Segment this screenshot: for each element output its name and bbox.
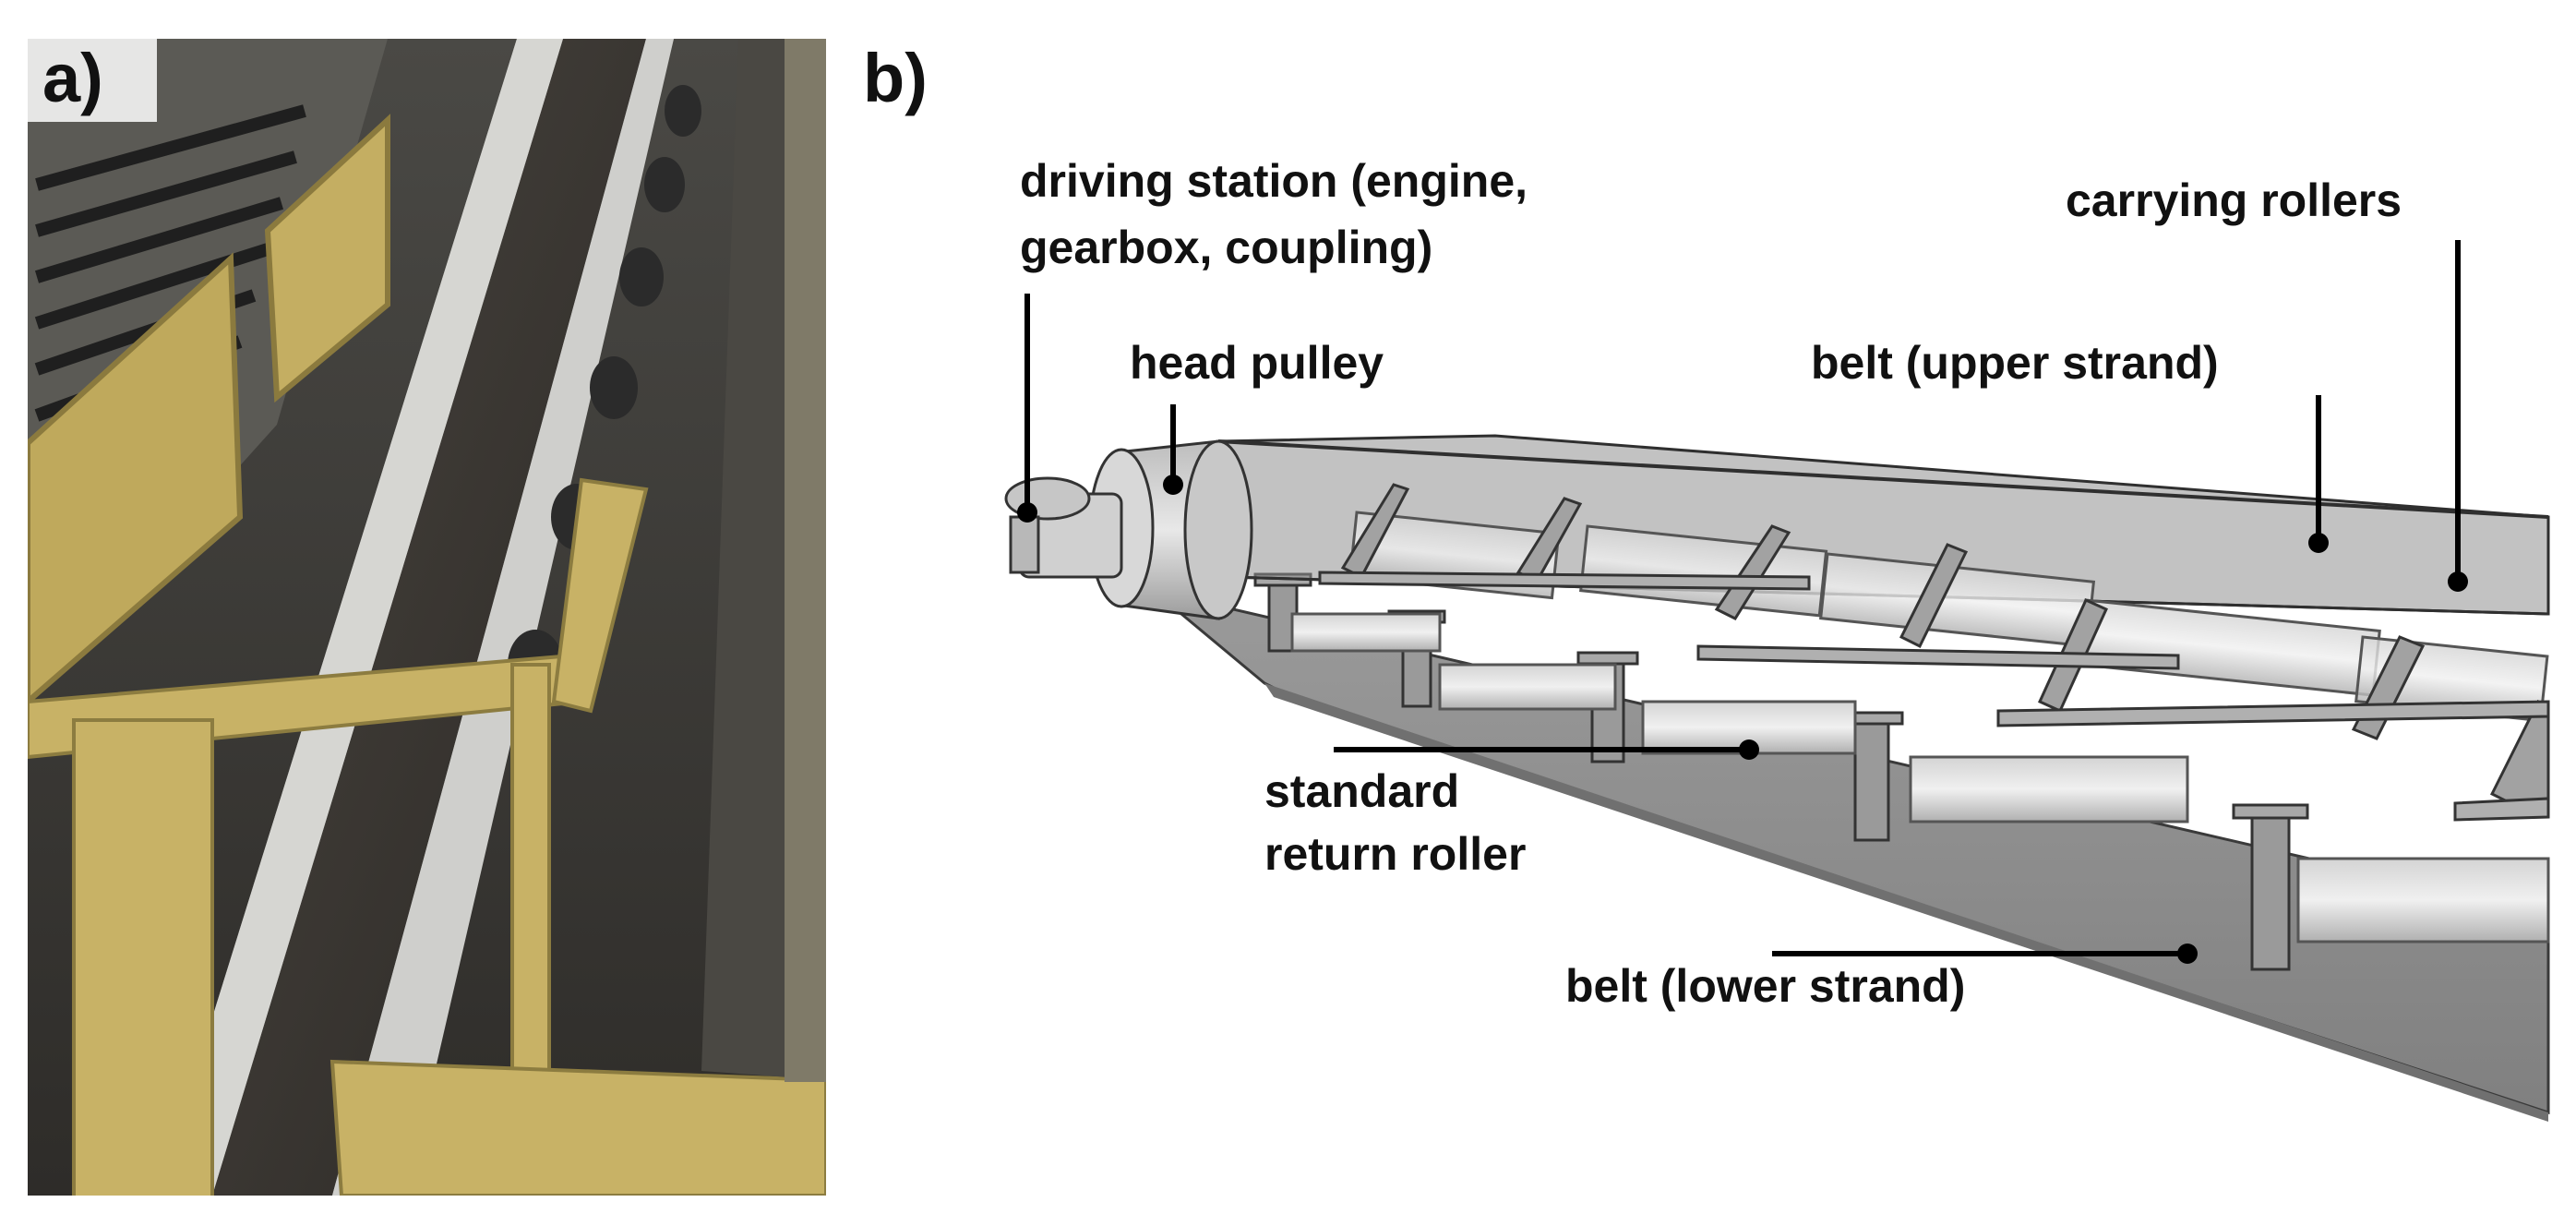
label-carrying-rollers: carrying rollers (2066, 174, 2402, 226)
leader-lines (1017, 240, 2468, 964)
label-return-roller-line2: return roller (1264, 828, 1526, 880)
label-belt-lower-strand: belt (lower strand) (1565, 960, 1965, 1012)
panel-a-label: a) (42, 40, 103, 116)
driving-station (1004, 476, 1123, 579)
return-rollers (1253, 572, 2550, 971)
label-driving-station-line1: driving station (engine, (1020, 155, 1528, 207)
label-driving-station-line2: gearbox, coupling) (1020, 222, 1432, 273)
carrying-rollers (1318, 483, 2550, 822)
panel-b-label: b) (863, 40, 928, 116)
photo-handrails (28, 477, 826, 1196)
panel-b-diagram: b) (863, 40, 2550, 1122)
label-head-pulley: head pulley (1130, 337, 1384, 389)
label-return-roller-line1: standard (1264, 765, 1459, 817)
callout-labels: driving station (engine, gearbox, coupli… (1020, 155, 2402, 1012)
panel-a-photo: a) (28, 39, 826, 1196)
label-belt-upper-strand: belt (upper strand) (1811, 337, 2219, 389)
